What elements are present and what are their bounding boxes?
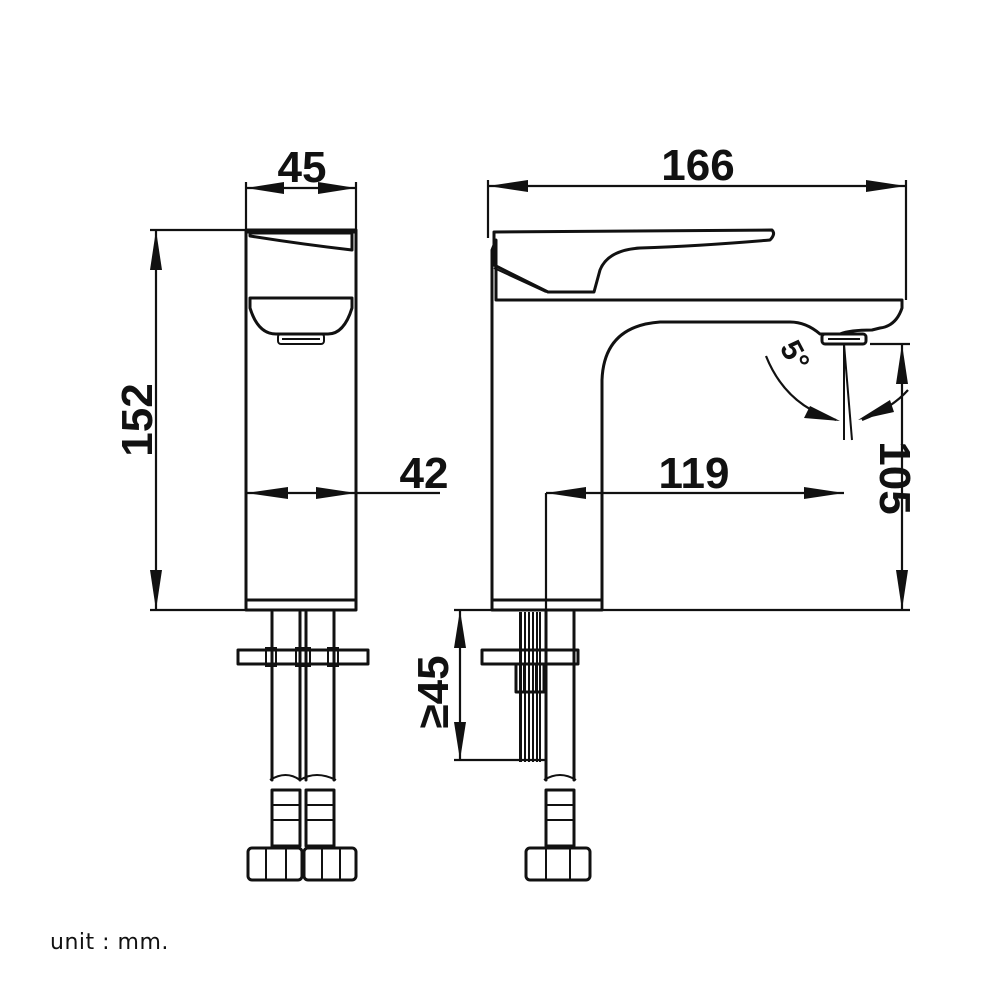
- dim-label-side-width: 45: [278, 143, 327, 192]
- dim-label-spout-reach: 119: [659, 449, 730, 498]
- dimension-spout-angle: 5°: [764, 335, 909, 422]
- side-body-outline: [244, 228, 358, 612]
- dimension-side-width: 45: [244, 143, 358, 230]
- dim-label-spout-height: 105: [870, 441, 919, 514]
- side-supply-hoses: [236, 610, 370, 882]
- dim-label-front-length: 166: [661, 141, 734, 190]
- dimension-front-length: 166: [486, 141, 908, 300]
- side-aerator: [248, 296, 354, 336]
- dimension-spout-height: 105: [602, 342, 919, 612]
- unit-note: unit : mm.: [50, 930, 169, 955]
- dimension-side-height: 152: [113, 228, 246, 612]
- front-view: 166 119 105 5°: [409, 141, 919, 882]
- side-view: 45 152 42: [113, 143, 448, 882]
- front-lever-handle: [492, 228, 776, 294]
- dim-label-counter-thickness: ≥45: [409, 655, 458, 728]
- dim-label-side-height: 152: [113, 383, 162, 456]
- dim-label-spout-angle: 5°: [773, 335, 816, 376]
- dimension-side-depth: 42: [246, 449, 448, 499]
- front-supply-hoses: [480, 610, 592, 882]
- front-body-outline: [490, 238, 904, 612]
- dimension-counter-thickness: ≥45: [409, 608, 546, 762]
- side-lever-handle: [248, 231, 354, 252]
- dim-label-side-depth: 42: [400, 449, 449, 498]
- dimension-spout-reach: 119: [544, 449, 844, 610]
